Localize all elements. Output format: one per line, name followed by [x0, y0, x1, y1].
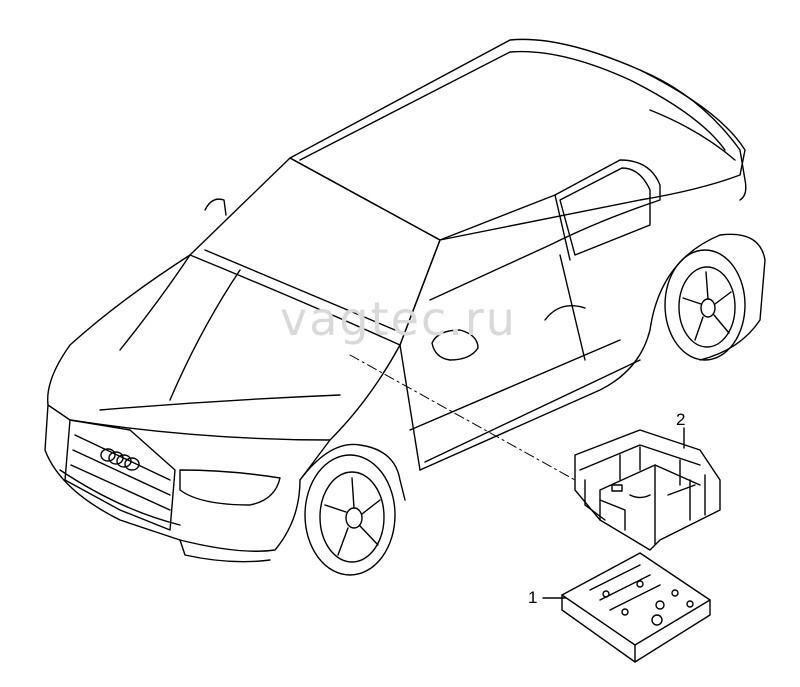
- headlight: [179, 469, 281, 506]
- part-1-module: [561, 552, 711, 663]
- car-hood: [46, 254, 401, 441]
- side-mirror: [431, 329, 479, 361]
- callout-2: 2: [676, 410, 686, 429]
- rear-wheel: [664, 249, 746, 361]
- front-grille: [64, 419, 176, 531]
- front-wheel: [304, 454, 396, 576]
- watermark: vagtec.ru: [280, 292, 517, 346]
- audi-rings-logo: [100, 448, 140, 471]
- car-illustration: [44, 38, 766, 576]
- part-2-bracket: [574, 429, 721, 551]
- car-roof: [289, 38, 746, 241]
- leader-line: [349, 354, 576, 481]
- callout-1: 1: [528, 588, 538, 607]
